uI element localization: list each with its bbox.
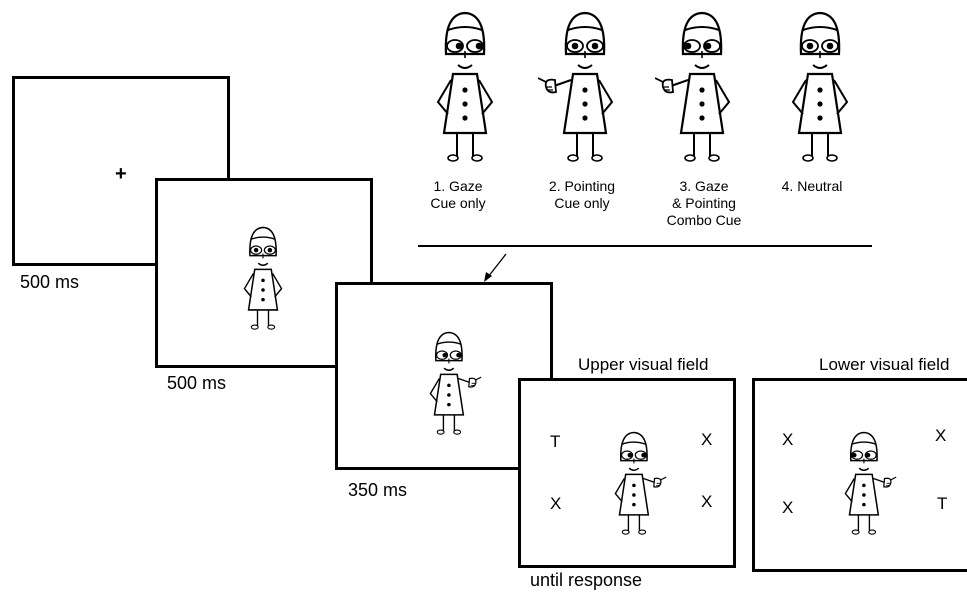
cue-frame — [335, 282, 553, 470]
lower-visual-field-frame: X X X T — [752, 378, 967, 572]
character-neutral-small — [243, 226, 283, 330]
target-letter-bottom-left: X — [550, 494, 562, 513]
character-duration: 500 ms — [167, 373, 227, 393]
divider-and-arrow — [418, 245, 872, 282]
target-letter-top-left: T — [550, 432, 561, 451]
character-pointing-right-target — [614, 431, 667, 535]
target-letter-top-right: X — [701, 430, 713, 449]
character-pointing-right-target — [844, 431, 897, 535]
lower-visual-field-title: Lower visual field — [819, 355, 950, 374]
target-letter-bottom-right: X — [701, 492, 713, 511]
upper-visual-field-title: Upper visual field — [578, 355, 709, 374]
upper-visual-field-frame: T X X X — [518, 378, 736, 568]
character-pointing-right-small — [429, 331, 482, 435]
cue-duration: 350 ms — [348, 480, 408, 500]
fixation-cross: + — [115, 163, 127, 185]
fixation-duration: 500 ms — [20, 272, 80, 292]
cue-type-label-4: 4. Neutral — [781, 178, 843, 194]
target-letter-bottom-right: T — [937, 494, 948, 513]
arrow-head — [484, 272, 492, 282]
upper-visual-field-duration: until response — [530, 570, 643, 590]
target-letter-top-left: X — [782, 430, 794, 449]
target-letter-bottom-left: X — [782, 498, 794, 517]
arrow-line — [487, 253, 507, 278]
target-letter-top-right: X — [935, 426, 947, 445]
